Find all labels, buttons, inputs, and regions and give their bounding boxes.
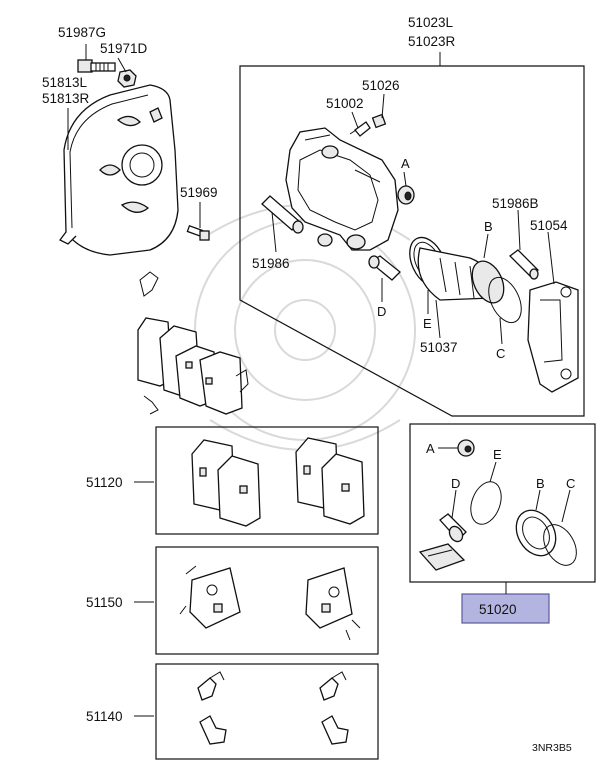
diagram-code: 3NR3B5 xyxy=(532,742,572,754)
letter-c-caliper: C xyxy=(496,346,505,361)
letter-b-caliper: B xyxy=(484,219,493,234)
guide-pin-51986[interactable] xyxy=(261,195,304,234)
letter-e-kit: E xyxy=(493,447,502,462)
caliper-assembly-box xyxy=(239,65,585,417)
bolt-51969[interactable] xyxy=(186,224,210,241)
bolt-51987g[interactable] xyxy=(77,59,116,73)
label-51023r: 51023R xyxy=(408,34,456,49)
label-51020: 51020 xyxy=(479,602,517,617)
leader-lines xyxy=(67,44,571,717)
label-51026: 51026 xyxy=(362,78,400,93)
box-51140 xyxy=(155,663,379,760)
piston-b[interactable] xyxy=(417,247,510,308)
loose-pads[interactable] xyxy=(137,271,249,415)
label-51971d: 51971D xyxy=(100,41,148,56)
box-51020 xyxy=(409,423,596,583)
letter-d-caliper: D xyxy=(377,304,386,319)
seal-kit-parts[interactable] xyxy=(418,439,583,571)
seal-c[interactable] xyxy=(482,272,528,327)
dust-shield[interactable] xyxy=(59,84,179,256)
pads-51120[interactable] xyxy=(191,437,365,527)
letter-c-kit: C xyxy=(566,476,575,491)
letter-a-kit: A xyxy=(426,441,435,456)
label-51969: 51969 xyxy=(180,185,218,200)
letter-b-kit: B xyxy=(536,476,545,491)
label-51986b: 51986B xyxy=(492,196,539,211)
label-51054: 51054 xyxy=(530,218,568,233)
letter-d-kit: D xyxy=(451,476,460,491)
label-51150: 51150 xyxy=(86,595,123,610)
nut-51971d[interactable] xyxy=(117,69,137,88)
letter-labels: A B D E C A E D B C xyxy=(377,156,575,491)
bleeder-cap-51026[interactable] xyxy=(371,113,387,129)
boot-a-caliper[interactable] xyxy=(397,185,415,205)
letter-a-caliper: A xyxy=(401,156,410,171)
letter-e-caliper: E xyxy=(423,316,432,331)
shims-51150[interactable] xyxy=(179,565,361,641)
label-51140: 51140 xyxy=(86,709,123,724)
box-51120 xyxy=(155,426,379,535)
box-51150 xyxy=(155,546,379,655)
label-51986: 51986 xyxy=(252,256,290,271)
guide-pin-51986b[interactable] xyxy=(509,249,539,280)
part-number-labels: 51987G 51971D 51813L 51813R 51969 51023L… xyxy=(42,15,572,754)
bleeder-screw-51002[interactable] xyxy=(349,121,371,137)
label-51002: 51002 xyxy=(326,96,364,111)
label-51987g: 51987G xyxy=(58,25,106,40)
label-51120: 51120 xyxy=(86,475,123,490)
label-51037: 51037 xyxy=(420,340,458,355)
caliper-body[interactable] xyxy=(285,127,399,251)
clips-51140[interactable] xyxy=(197,671,349,745)
label-51813l: 51813L xyxy=(42,75,88,90)
label-51023l: 51023L xyxy=(408,15,454,30)
sleeve-d-caliper[interactable] xyxy=(368,255,401,281)
label-51813r: 51813R xyxy=(42,91,90,106)
highlight-51020[interactable] xyxy=(461,593,550,624)
caliper-bracket-51054[interactable] xyxy=(527,281,579,393)
